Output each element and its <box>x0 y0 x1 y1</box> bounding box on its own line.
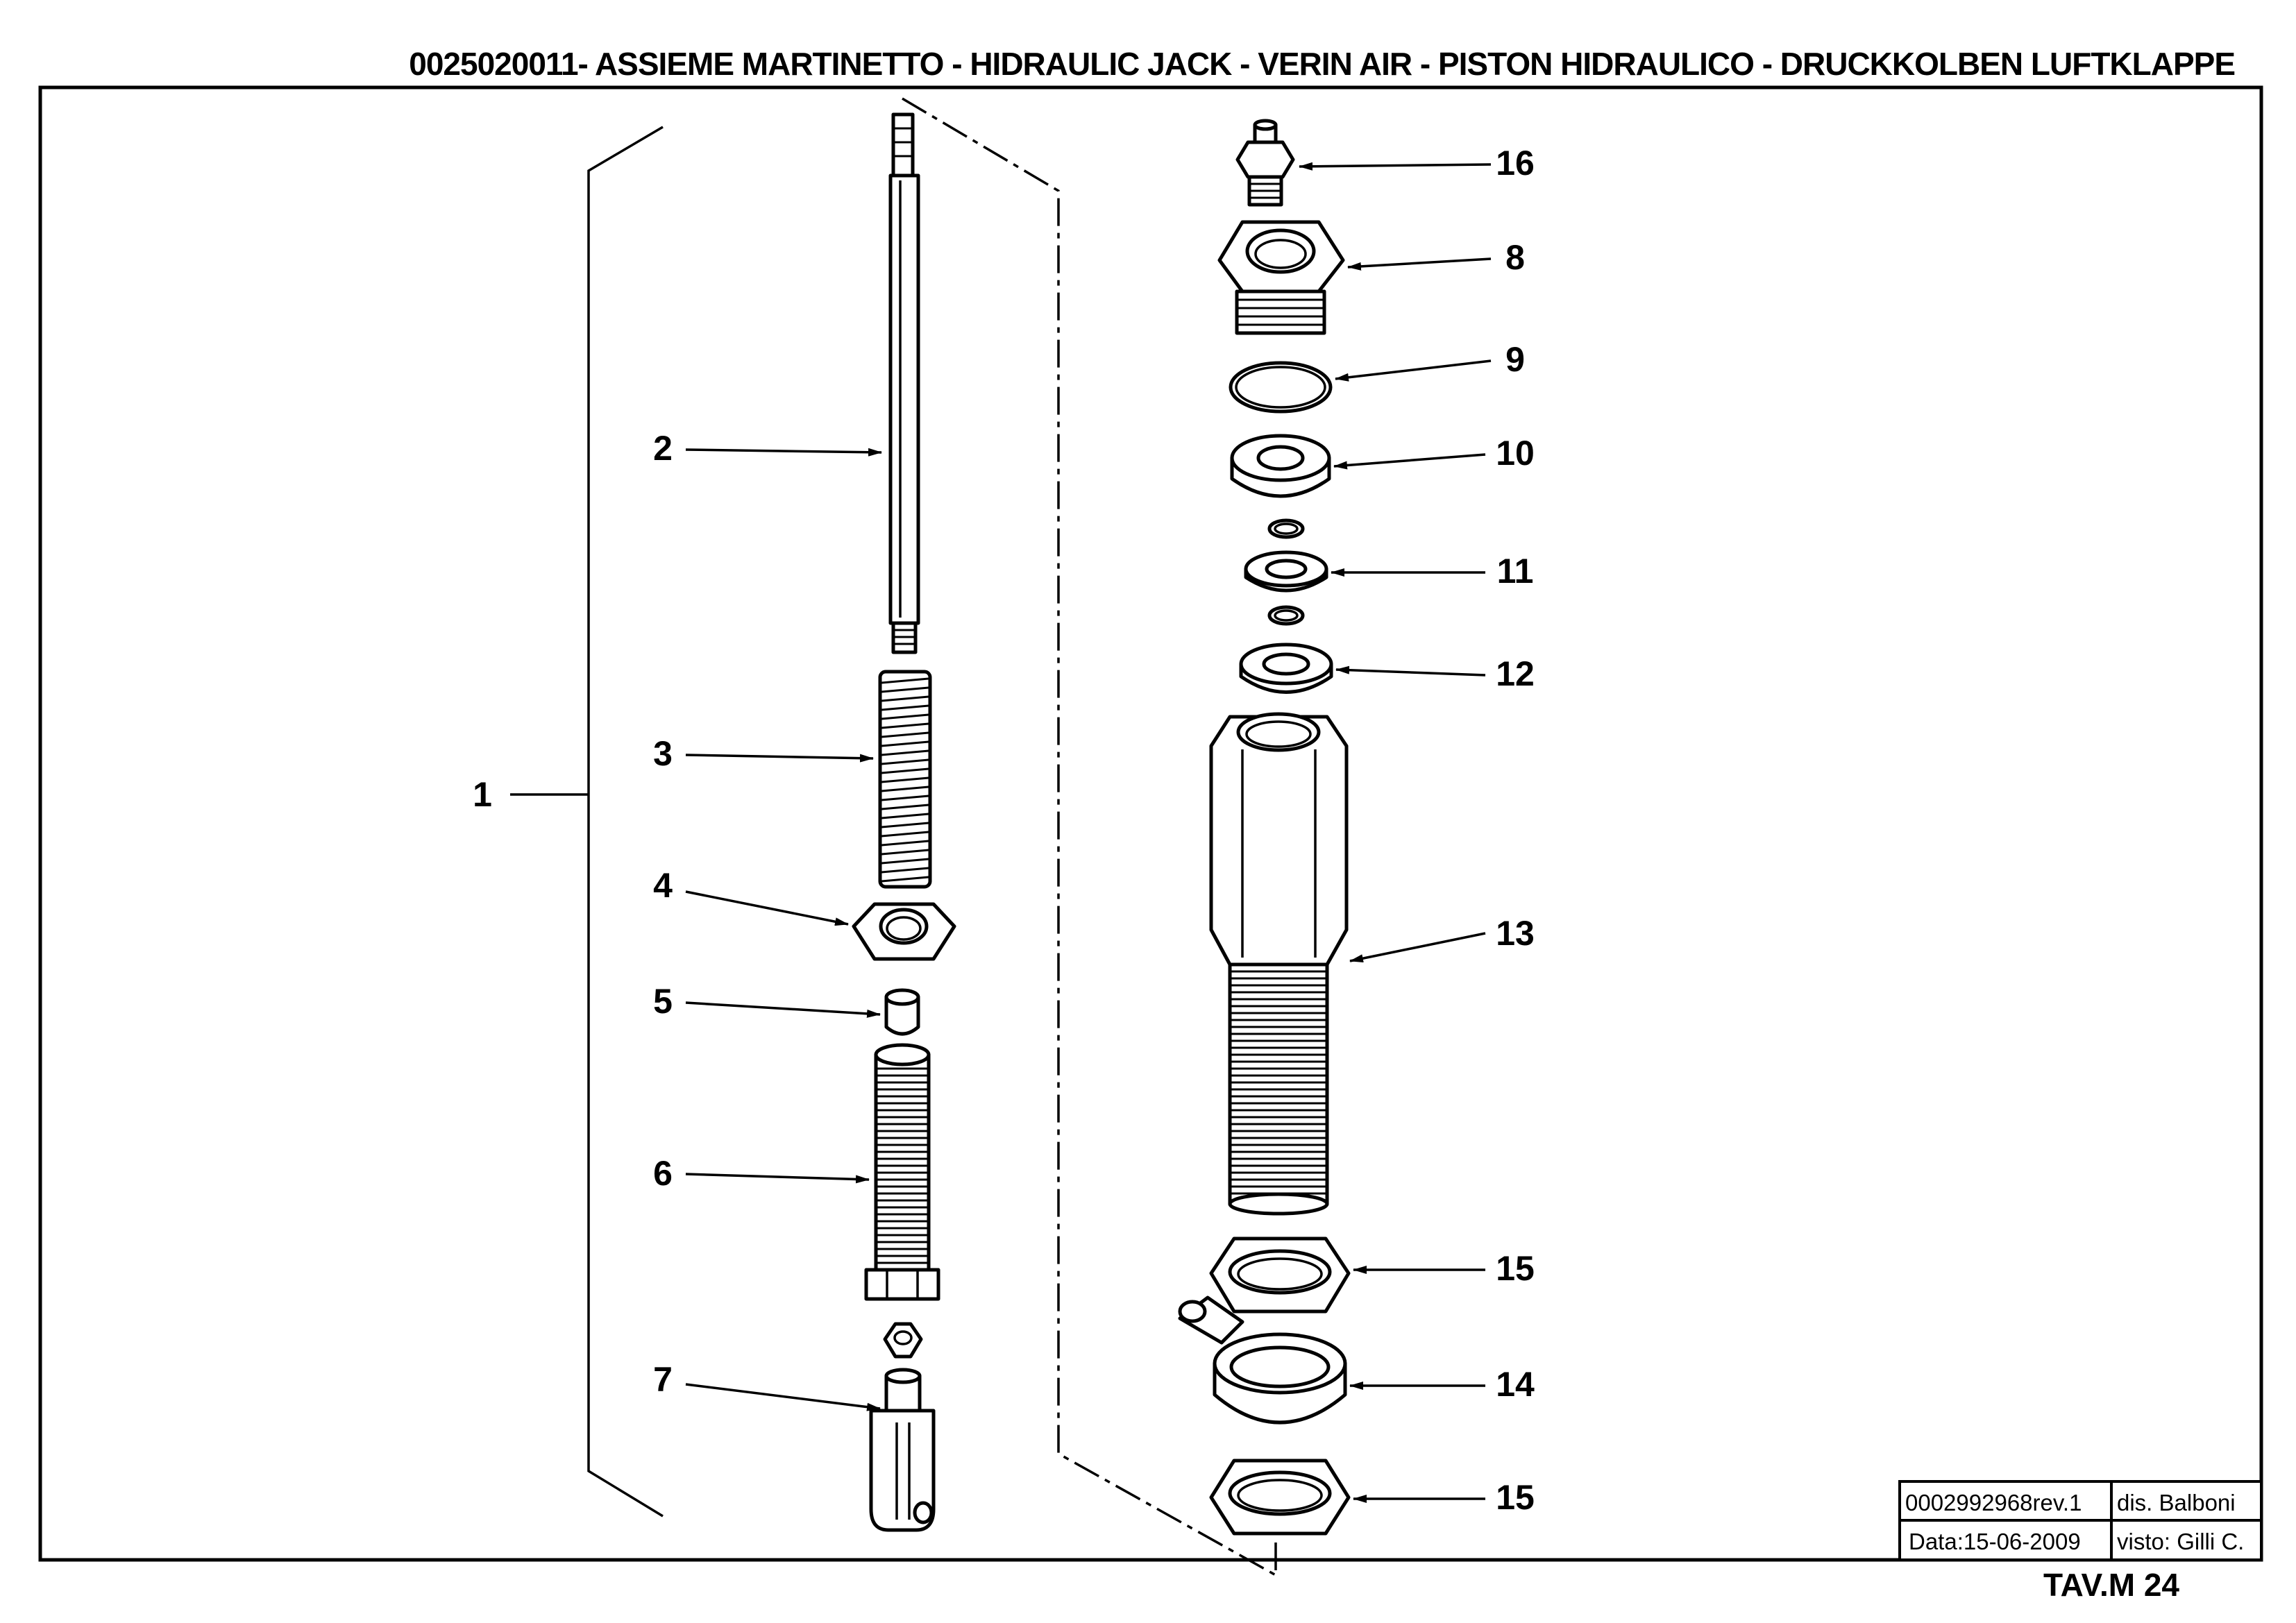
title-block: 0002992968rev.1 dis. Balboni Data:15-06-… <box>1898 1480 2263 1561</box>
callout-4: 4 <box>653 866 673 905</box>
part-rod <box>888 112 920 654</box>
part-fitting <box>1235 119 1295 207</box>
leader-4 <box>685 890 849 926</box>
drawn-by: dis. Balboni <box>2117 1490 2236 1515</box>
part-washer <box>1230 434 1331 498</box>
callout-3: 3 <box>653 734 673 773</box>
part-cylinder-body <box>1209 712 1349 1216</box>
part-threaded-tube <box>864 1043 940 1301</box>
callout-9: 9 <box>1505 340 1525 379</box>
callout-6: 6 <box>653 1154 673 1193</box>
part-spring <box>878 670 932 889</box>
callout-15-lower: 15 <box>1496 1478 1535 1517</box>
assembly-bracket <box>587 126 664 1518</box>
leader-16 <box>1299 162 1492 171</box>
drawing-title: 0025020011- ASSIEME MARTINETTO - HIDRAUL… <box>409 46 2235 82</box>
callout-7: 7 <box>653 1360 673 1399</box>
leader-5 <box>685 1001 881 1018</box>
leader-10 <box>1333 453 1486 470</box>
leader-13 <box>1349 932 1486 963</box>
callout-2: 2 <box>653 429 673 468</box>
callout-1: 1 <box>473 775 492 814</box>
part-hex-nut <box>852 902 956 961</box>
leader-3 <box>685 754 874 763</box>
sheet-number: TAV.M 24 <box>2043 1567 2179 1603</box>
part-ring <box>1239 643 1333 694</box>
drawing-frame <box>38 85 2263 1562</box>
callout-15-upper: 15 <box>1496 1249 1535 1288</box>
part-lock-nut-upper <box>1209 1237 1351 1314</box>
part-small-nut <box>883 1322 923 1359</box>
part-bushing <box>884 988 920 1036</box>
leader-6 <box>685 1173 870 1184</box>
leader-2 <box>685 448 882 457</box>
callout-8: 8 <box>1505 238 1525 277</box>
callout-10: 10 <box>1496 434 1535 473</box>
part-o-ring <box>1229 361 1333 414</box>
leader-8 <box>1347 257 1492 271</box>
callout-5: 5 <box>653 982 673 1021</box>
callout-12: 12 <box>1496 654 1535 693</box>
leader-12 <box>1335 665 1486 677</box>
leader-9 <box>1335 359 1492 382</box>
callout-16: 16 <box>1496 144 1535 182</box>
drawing-code: 0002992968rev.1 <box>1905 1490 2082 1515</box>
callout-14: 14 <box>1496 1365 1535 1404</box>
drawing-date: Data:15-06-2009 <box>1909 1529 2081 1554</box>
assembly-centerline <box>902 97 1276 1577</box>
callout-11: 11 <box>1497 552 1534 590</box>
part-seal-set <box>1244 518 1328 626</box>
leader-7 <box>685 1383 881 1411</box>
part-clevis <box>869 1368 936 1532</box>
checked-by: visto: Gilli C. <box>2117 1529 2244 1554</box>
part-lug-ring <box>1178 1295 1347 1425</box>
part-hex-bushing <box>1217 220 1345 335</box>
callout-13: 13 <box>1496 914 1535 953</box>
part-lock-nut-lower <box>1209 1459 1351 1536</box>
